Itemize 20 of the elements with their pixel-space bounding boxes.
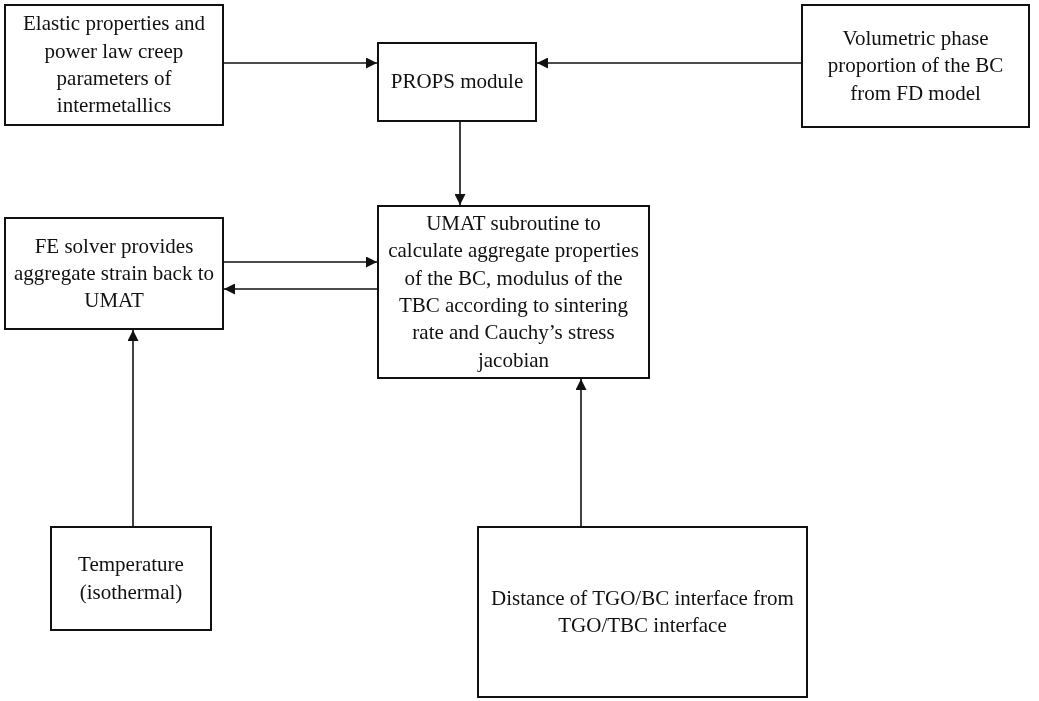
process-box xyxy=(801,4,1030,128)
box-text: PROPS module xyxy=(390,68,524,96)
arrow xyxy=(575,378,587,527)
box-text: Temperature (isothermal) xyxy=(77,551,185,606)
process-box xyxy=(477,526,808,698)
process-box xyxy=(50,526,212,631)
box-text: FE solver provides aggregate strain back to UMAT xyxy=(14,232,214,315)
arrow xyxy=(127,329,139,527)
arrow xyxy=(454,121,466,206)
arrow xyxy=(223,283,378,295)
box-text: Elastic properties and power law creep parameters of intermetallics xyxy=(22,10,206,120)
box-text: UMAT subroutine to calculate aggregate properties of the BC, modulus of the TBC according to sintering rate and Cauchy’s stress jacobian xyxy=(387,210,640,374)
arrow xyxy=(223,256,378,268)
box-text: Volumetric phase proportion of the BC from FD model xyxy=(826,25,1005,107)
arrow xyxy=(223,57,378,69)
process-box xyxy=(377,42,537,122)
process-box xyxy=(4,217,224,330)
box-text: Distance of TGO/BC interface from TGO/TBC interface xyxy=(490,584,795,639)
arrow xyxy=(536,57,802,69)
process-box xyxy=(4,4,224,126)
